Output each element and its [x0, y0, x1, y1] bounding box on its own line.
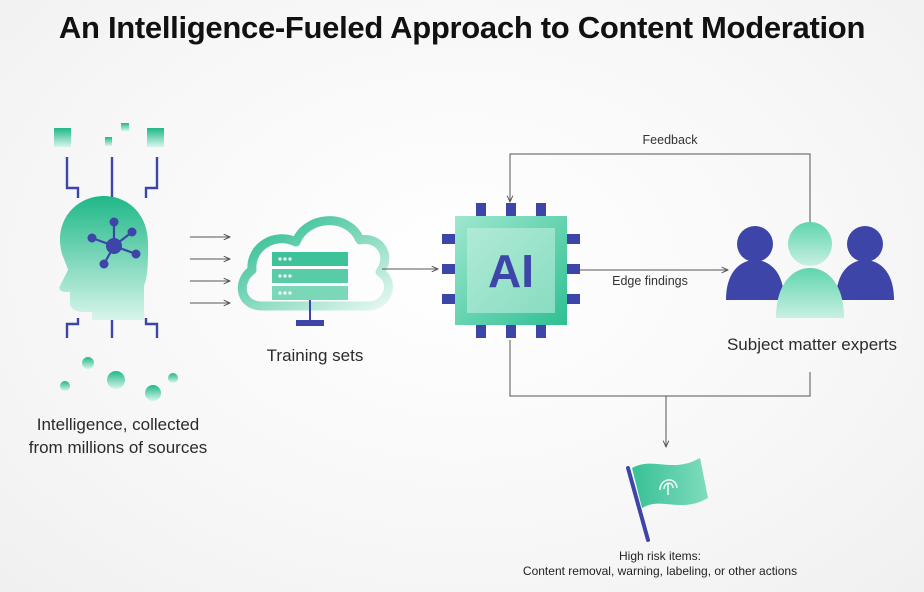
training-sets-label: Training sets: [266, 346, 364, 365]
data-squares-icon: [54, 123, 164, 147]
data-dots-icon: [60, 357, 178, 401]
high-risk-label-line2: Content removal, warning, labeling, or o…: [522, 564, 798, 578]
intel-to-training-arrows: [190, 237, 230, 303]
intelligence-label-line2: from millions of sources: [28, 438, 208, 457]
intelligence-label: Intelligence, collected from millions of…: [18, 413, 218, 459]
cloud-server-icon: [237, 216, 393, 326]
diagram-title: An Intelligence-Fueled Approach to Conte…: [58, 10, 866, 45]
high-risk-label-line1: High risk items:: [618, 549, 701, 563]
ai-chip-icon: [442, 203, 580, 338]
experts-group-icon: [726, 222, 894, 318]
feedback-loop-line: [510, 153, 811, 224]
risk-flag-icon: [626, 458, 708, 542]
intelligence-label-line1: Intelligence, collected: [36, 415, 200, 434]
ai-chip-label: AI: [488, 245, 534, 297]
edge-findings-label: Edge findings: [612, 274, 688, 288]
head-network-icon: [59, 196, 148, 320]
experts-label: Subject matter experts: [726, 335, 898, 354]
high-risk-label: High risk items: Content removal, warnin…: [490, 549, 830, 579]
feedback-label: Feedback: [642, 133, 698, 147]
outcome-connector-line: [509, 340, 811, 397]
data-connector-lines: [65, 157, 159, 338]
